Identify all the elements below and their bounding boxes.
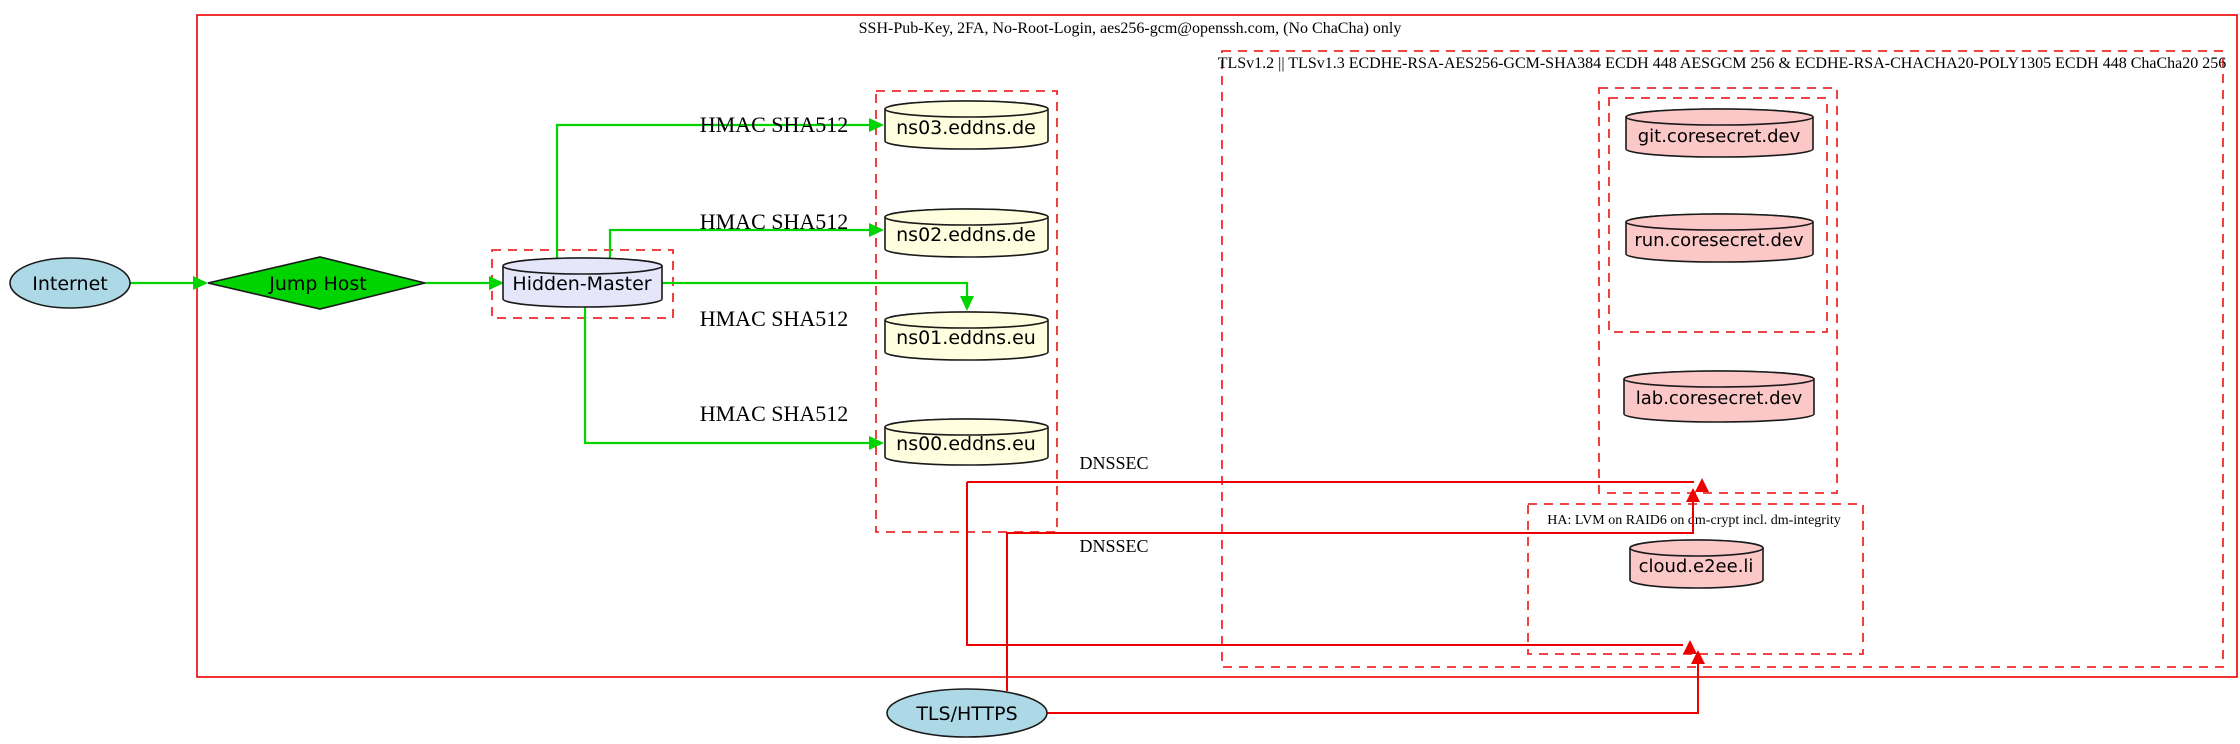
arrowhead-coresecret-1 [1695, 478, 1709, 492]
arrowhead-jumphost [193, 276, 208, 290]
arrowhead-ha-1 [1683, 640, 1697, 654]
cluster-coresecret-outer-box [1598, 87, 1838, 494]
cluster-ha-box [1527, 503, 1864, 655]
edge-hm-ns03 [555, 123, 870, 259]
red-edges [966, 481, 1699, 714]
cylinder-top [1629, 539, 1764, 557]
edge-label-hmac-ns03: HMAC SHA512 [700, 112, 849, 137]
cluster-ssh-label: SSH-Pub-Key, 2FA, No-Root-Login, aes256-… [859, 20, 1402, 37]
node-ns03: ns03.eddns.de [884, 100, 1049, 150]
node-git-label: git.coresecret.dev [1638, 126, 1801, 147]
cylinder-top [1625, 108, 1814, 126]
node-tls-https [886, 688, 1048, 738]
cluster-coresecret-inner-box [1608, 97, 1828, 333]
cluster-tls-box [1221, 50, 2224, 668]
arrowhead-ns01 [960, 296, 974, 311]
node-ns02-label: ns02.eddns.de [896, 224, 1036, 246]
node-ns00-label: ns00.eddns.eu [896, 433, 1036, 455]
arrowhead-hiddenmaster [489, 276, 504, 290]
node-ns03-label: ns03.eddns.de [896, 117, 1036, 139]
node-run-label: run.coresecret.dev [1634, 230, 1804, 251]
node-ns00: ns00.eddns.eu [884, 418, 1049, 466]
node-jump-host [207, 256, 426, 310]
edge-label-hmac-ns02: HMAC SHA512 [700, 209, 849, 234]
cylinder-top [1625, 213, 1814, 231]
node-tls-https-label: TLS/HTTPS [915, 703, 1017, 725]
cylinder-top [502, 257, 663, 275]
edge-hm-ns01 [662, 281, 969, 297]
cylinder-top [884, 418, 1049, 436]
cylinder-top [884, 208, 1049, 226]
red-arrowheads [1683, 478, 1709, 664]
arrowhead-ns03 [869, 118, 884, 132]
node-hidden-master-label: Hidden-Master [512, 273, 651, 295]
node-cloud-label: cloud.e2ee.li [1639, 556, 1754, 577]
edge-dns-to-ha [966, 482, 1683, 646]
node-jump-host-label: Jump Host [268, 273, 367, 295]
edge-label-dnssec-1: DNSSEC [1079, 453, 1148, 473]
cluster-ssh-outer-box [196, 14, 2238, 678]
edge-label-hmac-ns01: HMAC SHA512 [700, 306, 849, 331]
node-git: git.coresecret.dev [1625, 108, 1814, 158]
cylinder-top [884, 311, 1049, 329]
node-internet [9, 257, 131, 309]
edge-tls-to-coresecret [1006, 500, 1694, 691]
node-run: run.coresecret.dev [1625, 213, 1814, 263]
node-ns02: ns02.eddns.de [884, 208, 1049, 258]
cluster-tls-label: TLSv1.2 || TLSv1.3 ECDHE-RSA-AES256-GCM-… [1218, 55, 2227, 72]
edge-hm-ns00 [583, 305, 870, 445]
edge-hm-ns02 [608, 228, 870, 259]
green-edges [128, 123, 969, 445]
node-internet-label: Internet [32, 273, 107, 295]
edge-label-hmac-ns00: HMAC SHA512 [700, 401, 849, 426]
arrowhead-ha-2 [1691, 650, 1705, 664]
edge-label-dnssec-2: DNSSEC [1079, 536, 1148, 556]
node-ns01: ns01.eddns.eu [884, 311, 1049, 361]
edge-tls-to-ha [1046, 664, 1699, 714]
node-cloud: cloud.e2ee.li [1629, 539, 1764, 589]
cylinder-top [1623, 370, 1815, 388]
arrowhead-ns02 [869, 223, 884, 237]
node-lab: lab.coresecret.dev [1623, 370, 1815, 423]
cylinder-top [884, 100, 1049, 118]
node-hidden-master: Hidden-Master [502, 257, 663, 308]
arrowhead-ns00 [869, 436, 884, 450]
node-ns01-label: ns01.eddns.eu [896, 327, 1036, 349]
green-arrowheads [193, 118, 974, 450]
node-lab-label: lab.coresecret.dev [1636, 388, 1803, 409]
arrowhead-coresecret-2 [1686, 488, 1700, 502]
